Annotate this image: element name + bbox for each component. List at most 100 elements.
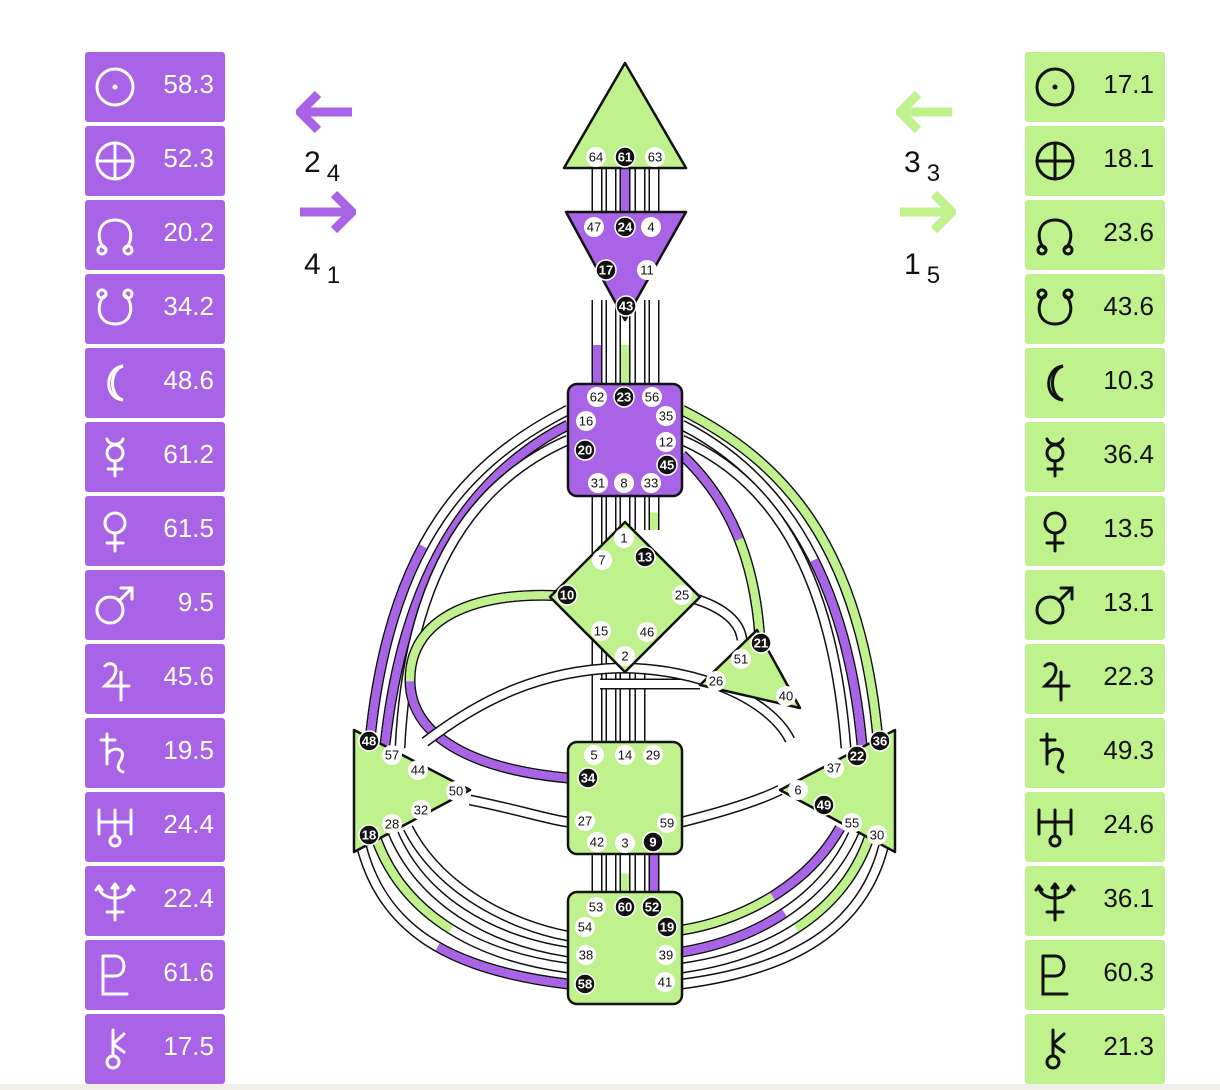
gate-number: 9 bbox=[649, 835, 656, 850]
gate-circle bbox=[614, 146, 636, 168]
gate-2: 2 bbox=[615, 646, 635, 666]
gate-circle bbox=[615, 833, 635, 853]
gate-40: 40 bbox=[776, 686, 796, 706]
planet-row: 18.1 bbox=[1025, 126, 1165, 196]
gate-circle bbox=[614, 473, 634, 493]
pluto-icon bbox=[93, 950, 137, 1000]
channel-fill bbox=[681, 786, 782, 826]
gate-number: 19 bbox=[660, 920, 674, 935]
gate-circle bbox=[592, 550, 612, 570]
gate-circle bbox=[656, 406, 676, 426]
gate-number: 2 bbox=[621, 649, 628, 664]
mars-icon bbox=[93, 580, 137, 630]
gate-number: 37 bbox=[827, 761, 841, 776]
saturn-icon bbox=[1033, 728, 1077, 778]
jupiter-icon bbox=[93, 654, 137, 704]
moon-icon bbox=[93, 358, 137, 408]
gate-circle bbox=[637, 260, 657, 280]
uranus-icon bbox=[93, 802, 137, 852]
gate-21: 21 bbox=[750, 632, 772, 654]
gate-circle bbox=[615, 745, 635, 765]
gate-32: 32 bbox=[411, 800, 431, 820]
gate-circle bbox=[656, 945, 676, 965]
gate-circle bbox=[788, 780, 808, 800]
gate-number: 39 bbox=[659, 948, 673, 963]
gate-62: 62 bbox=[587, 387, 607, 407]
gate-number: 61 bbox=[618, 150, 632, 165]
gate-number: 40 bbox=[779, 689, 793, 704]
footer-divider bbox=[0, 1084, 1220, 1090]
gate-5: 5 bbox=[584, 745, 604, 765]
gate-circle bbox=[642, 387, 662, 407]
planet-row: 13.5 bbox=[1025, 496, 1165, 566]
head-center bbox=[562, 61, 688, 170]
gate-circle bbox=[358, 824, 380, 846]
gate-number: 4 bbox=[647, 220, 654, 235]
arrow-number: 2 bbox=[304, 146, 321, 179]
gate-circle bbox=[577, 767, 599, 789]
arrow-left-icon bbox=[296, 90, 352, 134]
gate-9: 9 bbox=[642, 831, 664, 853]
channel-activation bbox=[680, 406, 882, 741]
gate-circle bbox=[584, 217, 604, 237]
gate-circle bbox=[706, 671, 726, 691]
gate-number: 10 bbox=[560, 588, 574, 603]
gate-number: 56 bbox=[645, 390, 659, 405]
gate-13: 13 bbox=[634, 546, 656, 568]
sacral-center bbox=[566, 740, 684, 856]
gate-number: 47 bbox=[587, 220, 601, 235]
gate-number: 59 bbox=[660, 816, 674, 831]
gate-number: 1 bbox=[620, 531, 627, 546]
gate-52: 52 bbox=[641, 896, 663, 918]
channel-activation bbox=[381, 421, 570, 746]
gate-circle bbox=[358, 730, 380, 752]
planet-row: 49.3 bbox=[1025, 718, 1165, 788]
arrow-number: 3 bbox=[904, 146, 921, 179]
chiron-icon bbox=[1033, 1024, 1077, 1074]
gate-number: 22 bbox=[850, 749, 864, 764]
gate-circle bbox=[615, 646, 635, 666]
south-node-icon bbox=[1033, 284, 1077, 334]
channel-fill bbox=[680, 436, 850, 749]
gate-46: 46 bbox=[637, 622, 657, 642]
planet-row: 24.6 bbox=[1025, 792, 1165, 862]
planet-gate-value: 20.2 bbox=[163, 217, 214, 247]
planet-gate-value: 22.4 bbox=[163, 883, 214, 913]
north-node-icon bbox=[1033, 210, 1077, 260]
gate-number: 48 bbox=[362, 734, 376, 749]
channel-activation bbox=[680, 406, 882, 741]
mars-icon bbox=[1033, 580, 1077, 630]
arrow-right-icon bbox=[900, 190, 956, 234]
gate-circle bbox=[776, 686, 796, 706]
planet-gate-value: 19.5 bbox=[163, 735, 214, 765]
gate-61: 61 bbox=[614, 146, 636, 168]
gate-number: 55 bbox=[845, 816, 859, 831]
gate-circle bbox=[595, 259, 617, 281]
gate-circle bbox=[869, 730, 891, 752]
gate-64: 64 bbox=[586, 147, 606, 167]
gate-38: 38 bbox=[576, 945, 596, 965]
gate-33: 33 bbox=[641, 473, 661, 493]
jupiter-icon bbox=[1033, 654, 1077, 704]
gate-43: 43 bbox=[615, 295, 637, 317]
gate-20: 20 bbox=[574, 439, 596, 461]
gate-circle bbox=[587, 387, 607, 407]
gate-23: 23 bbox=[613, 386, 635, 408]
gate-circle bbox=[656, 916, 678, 938]
gate-number: 28 bbox=[385, 817, 399, 832]
gate-number: 14 bbox=[618, 748, 632, 763]
gate-circle bbox=[382, 745, 402, 765]
planet-gate-value: 13.5 bbox=[1103, 513, 1154, 543]
gate-number: 6 bbox=[794, 783, 801, 798]
gate-number: 21 bbox=[754, 636, 768, 651]
arrow-subscript: 3 bbox=[926, 160, 941, 187]
gate-26: 26 bbox=[706, 671, 726, 691]
arrow-right-icon bbox=[300, 190, 356, 234]
gate-55: 55 bbox=[842, 813, 862, 833]
